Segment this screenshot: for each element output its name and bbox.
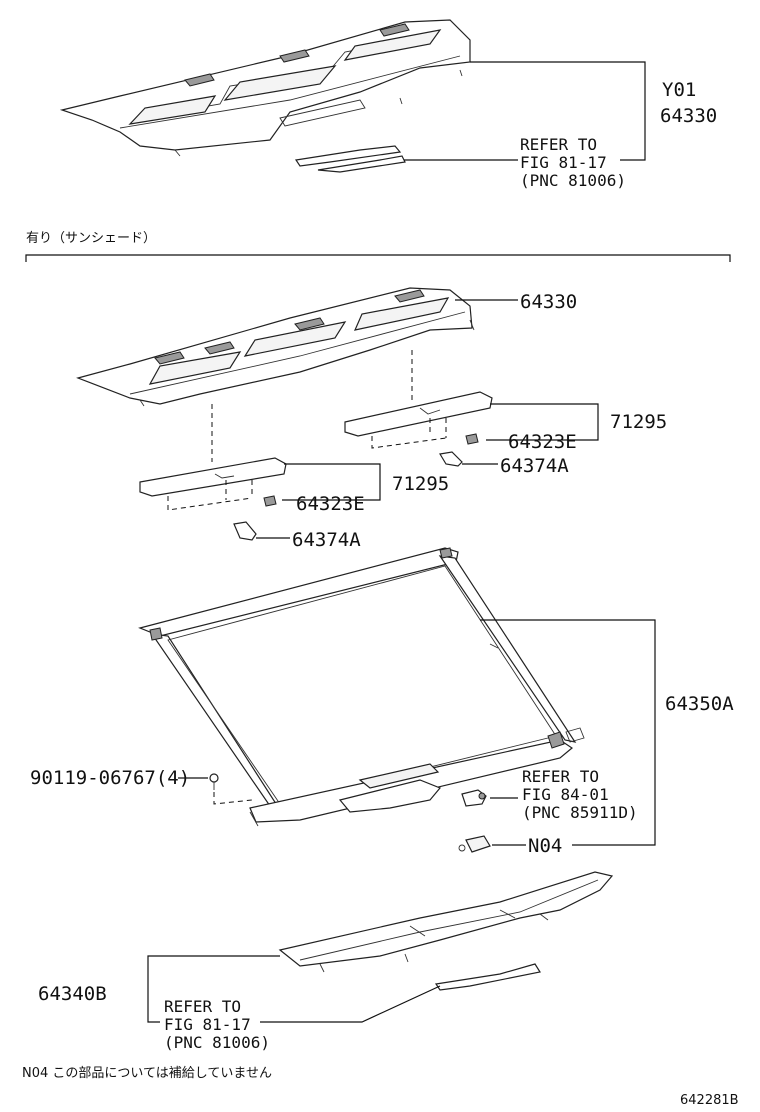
clip-left	[263, 495, 277, 507]
tray-part-top-small	[294, 145, 406, 173]
label-clip-right: 64323E	[508, 431, 577, 453]
motor-part	[461, 789, 487, 807]
leader-pad-right	[486, 403, 599, 441]
label-clip-left: 64323E	[296, 493, 365, 515]
sunshade-assembly	[138, 547, 585, 827]
package-tray-top	[59, 19, 471, 157]
mid-refer-line3: (PNC 85911D)	[522, 803, 638, 822]
top-refer-line3: (PNC 81006)	[520, 171, 626, 190]
label-sunshade: 64350A	[665, 693, 734, 715]
label-screw: 90119-06767(4)	[30, 767, 190, 789]
bottom-refer-line3: (PNC 81006)	[164, 1033, 270, 1052]
leader-sunshade	[480, 619, 656, 846]
figure-id: 642281B	[680, 1093, 739, 1108]
label-bracket-right: 64374A	[500, 455, 569, 477]
screw	[209, 773, 219, 790]
section-bracket	[25, 254, 731, 262]
leader-bottom	[147, 955, 280, 1023]
pad-left	[139, 457, 287, 511]
mid-refer-line2: FIG 84-01	[522, 785, 609, 804]
bracket-right	[439, 451, 463, 467]
label-pad-left: 71295	[392, 473, 449, 495]
bracket-left	[233, 521, 257, 541]
label-y01: Y01	[662, 79, 696, 101]
tray-bottom	[278, 871, 614, 973]
screw-guide	[213, 792, 253, 805]
package-tray-sunshade	[76, 287, 475, 407]
label-pad-right: 71295	[610, 411, 667, 433]
n04-part	[458, 835, 491, 853]
top-refer-line2: FIG 81-17	[520, 153, 607, 172]
label-bottom-part: 64340B	[38, 983, 107, 1005]
leader-y01	[470, 61, 646, 161]
section-header: 有り（サンシェード）	[26, 231, 156, 246]
leader-pad-left	[282, 463, 381, 501]
label-n04: N04	[528, 835, 562, 857]
leader-bottom-refer	[260, 985, 441, 1023]
label-bracket-left: 64374A	[292, 529, 361, 551]
label-top-part: 64330	[660, 105, 717, 127]
pad-right	[344, 391, 493, 449]
bottom-refer-line1: REFER TO	[164, 997, 241, 1016]
bottom-refer-line2: FIG 81-17	[164, 1015, 251, 1034]
mid-refer-line1: REFER TO	[522, 767, 599, 786]
top-refer-line1: REFER TO	[520, 135, 597, 154]
tray-bottom-small	[434, 963, 541, 991]
clip-right	[465, 433, 479, 445]
label-tray-sunshade: 64330	[520, 291, 577, 313]
footnote: N04 この部品については補給していません	[22, 1066, 272, 1081]
